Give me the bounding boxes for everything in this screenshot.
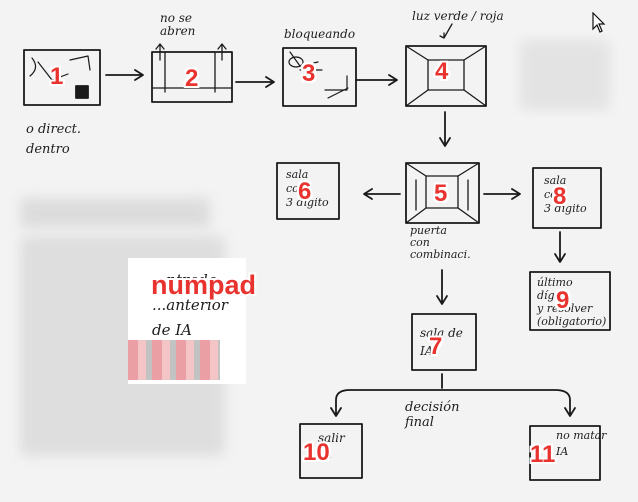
stage-9-box	[529, 271, 611, 331]
caption-11: no matar IA	[556, 429, 607, 458]
caption-5: puerta con combinaci.	[410, 224, 471, 261]
caption-6: sala con 3 dígito	[286, 168, 329, 209]
stage-2-box	[151, 51, 233, 103]
caption-3: bloqueando	[284, 27, 356, 41]
arrow-5-6	[363, 188, 401, 200]
stage-4-box	[405, 45, 487, 107]
badge-6: 6	[298, 178, 312, 205]
badge-11: 11	[530, 441, 556, 468]
arrow-1-2	[105, 69, 144, 81]
caption-1: o direct. dentro	[26, 122, 81, 157]
stage-5-box	[405, 162, 480, 224]
badge-7: 7	[429, 333, 443, 360]
panel-note: ...ntrada ...anterior de IA	[152, 271, 228, 339]
badge-2: 2	[185, 65, 199, 92]
badge-10: 10	[303, 439, 330, 466]
caption-8: sala con 3 dígito	[544, 174, 587, 215]
mouse-cursor-icon	[592, 12, 606, 33]
caption-4: luz verde / roja	[412, 9, 504, 23]
stage-10-box	[299, 423, 363, 479]
caption-7: sala de IA	[420, 326, 463, 358]
badge-3: 3	[302, 60, 316, 87]
stage-1-box	[23, 49, 101, 106]
stage-3-box	[282, 47, 357, 107]
stage-8-box	[532, 167, 602, 229]
decision-label: decisión final	[405, 400, 460, 430]
decision-branch-lines	[330, 373, 576, 417]
arrow-8-9	[554, 231, 566, 263]
arrow-2-3	[235, 76, 275, 88]
stage-11-box	[529, 425, 601, 481]
caption-10: salir IA	[318, 431, 345, 461]
caption-9: último dígito y resolver (obligatorio)	[537, 276, 607, 328]
stage-6-box	[276, 162, 340, 220]
numpad-label: numpad	[151, 270, 256, 300]
badge-1: 1	[50, 63, 64, 90]
arrow-4-5	[439, 111, 451, 147]
arrow-5-7	[436, 269, 448, 305]
caption-2: no se abren	[160, 11, 196, 38]
badge-9: 9	[556, 287, 570, 314]
badge-4: 4	[435, 58, 449, 85]
badge-8: 8	[553, 183, 567, 210]
badge-5: 5	[434, 180, 448, 207]
pixelated-redaction	[128, 340, 220, 380]
arrow-5-8	[483, 188, 521, 200]
redacted-notes-top	[20, 198, 210, 228]
stage-7-box	[411, 313, 477, 371]
arrow-3-4	[355, 74, 398, 86]
